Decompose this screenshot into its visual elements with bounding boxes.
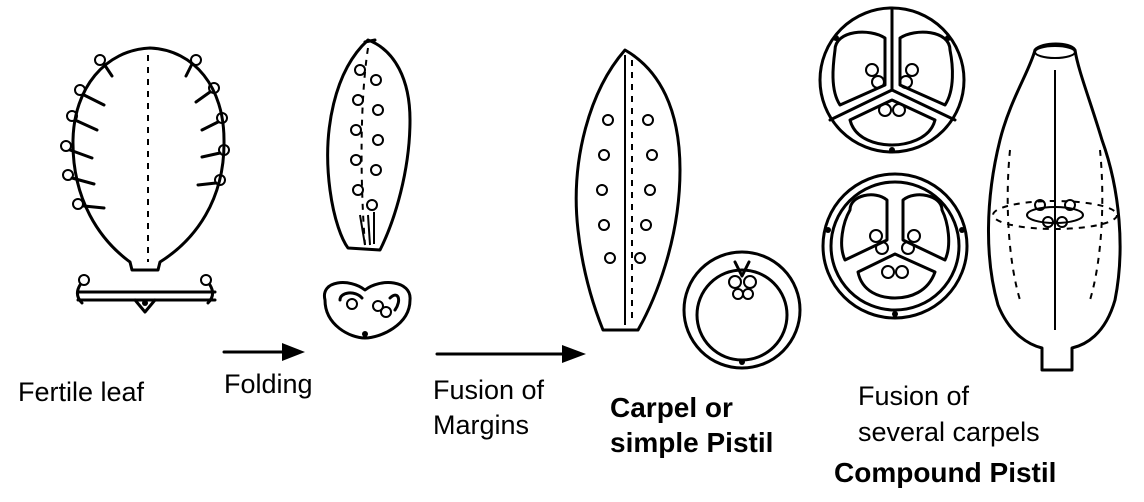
label-fusion-margins-line2: Margins xyxy=(433,411,529,441)
arrow-1 xyxy=(224,343,305,361)
label-carpel-line1: Carpel or xyxy=(610,393,733,424)
carpel-drawing xyxy=(576,50,800,368)
fertile-leaf-drawing xyxy=(61,48,229,312)
arrow-2 xyxy=(437,345,586,363)
compound-cross-section-top xyxy=(820,8,964,153)
compound-cross-section-bottom xyxy=(823,174,967,318)
label-fusion-margins-line1: Fusion of xyxy=(433,376,544,406)
compound-pistil-drawing xyxy=(988,44,1120,370)
folding-drawing xyxy=(324,40,410,338)
label-fertile-leaf: Fertile leaf xyxy=(18,378,144,408)
label-fusion-carpels-line2: several carpels xyxy=(858,418,1040,448)
label-folding: Folding xyxy=(224,370,313,400)
label-compound-pistil: Compound Pistil xyxy=(834,458,1056,489)
label-fusion-carpels-line1: Fusion of xyxy=(858,382,969,412)
label-carpel-line2: simple Pistil xyxy=(610,428,773,459)
